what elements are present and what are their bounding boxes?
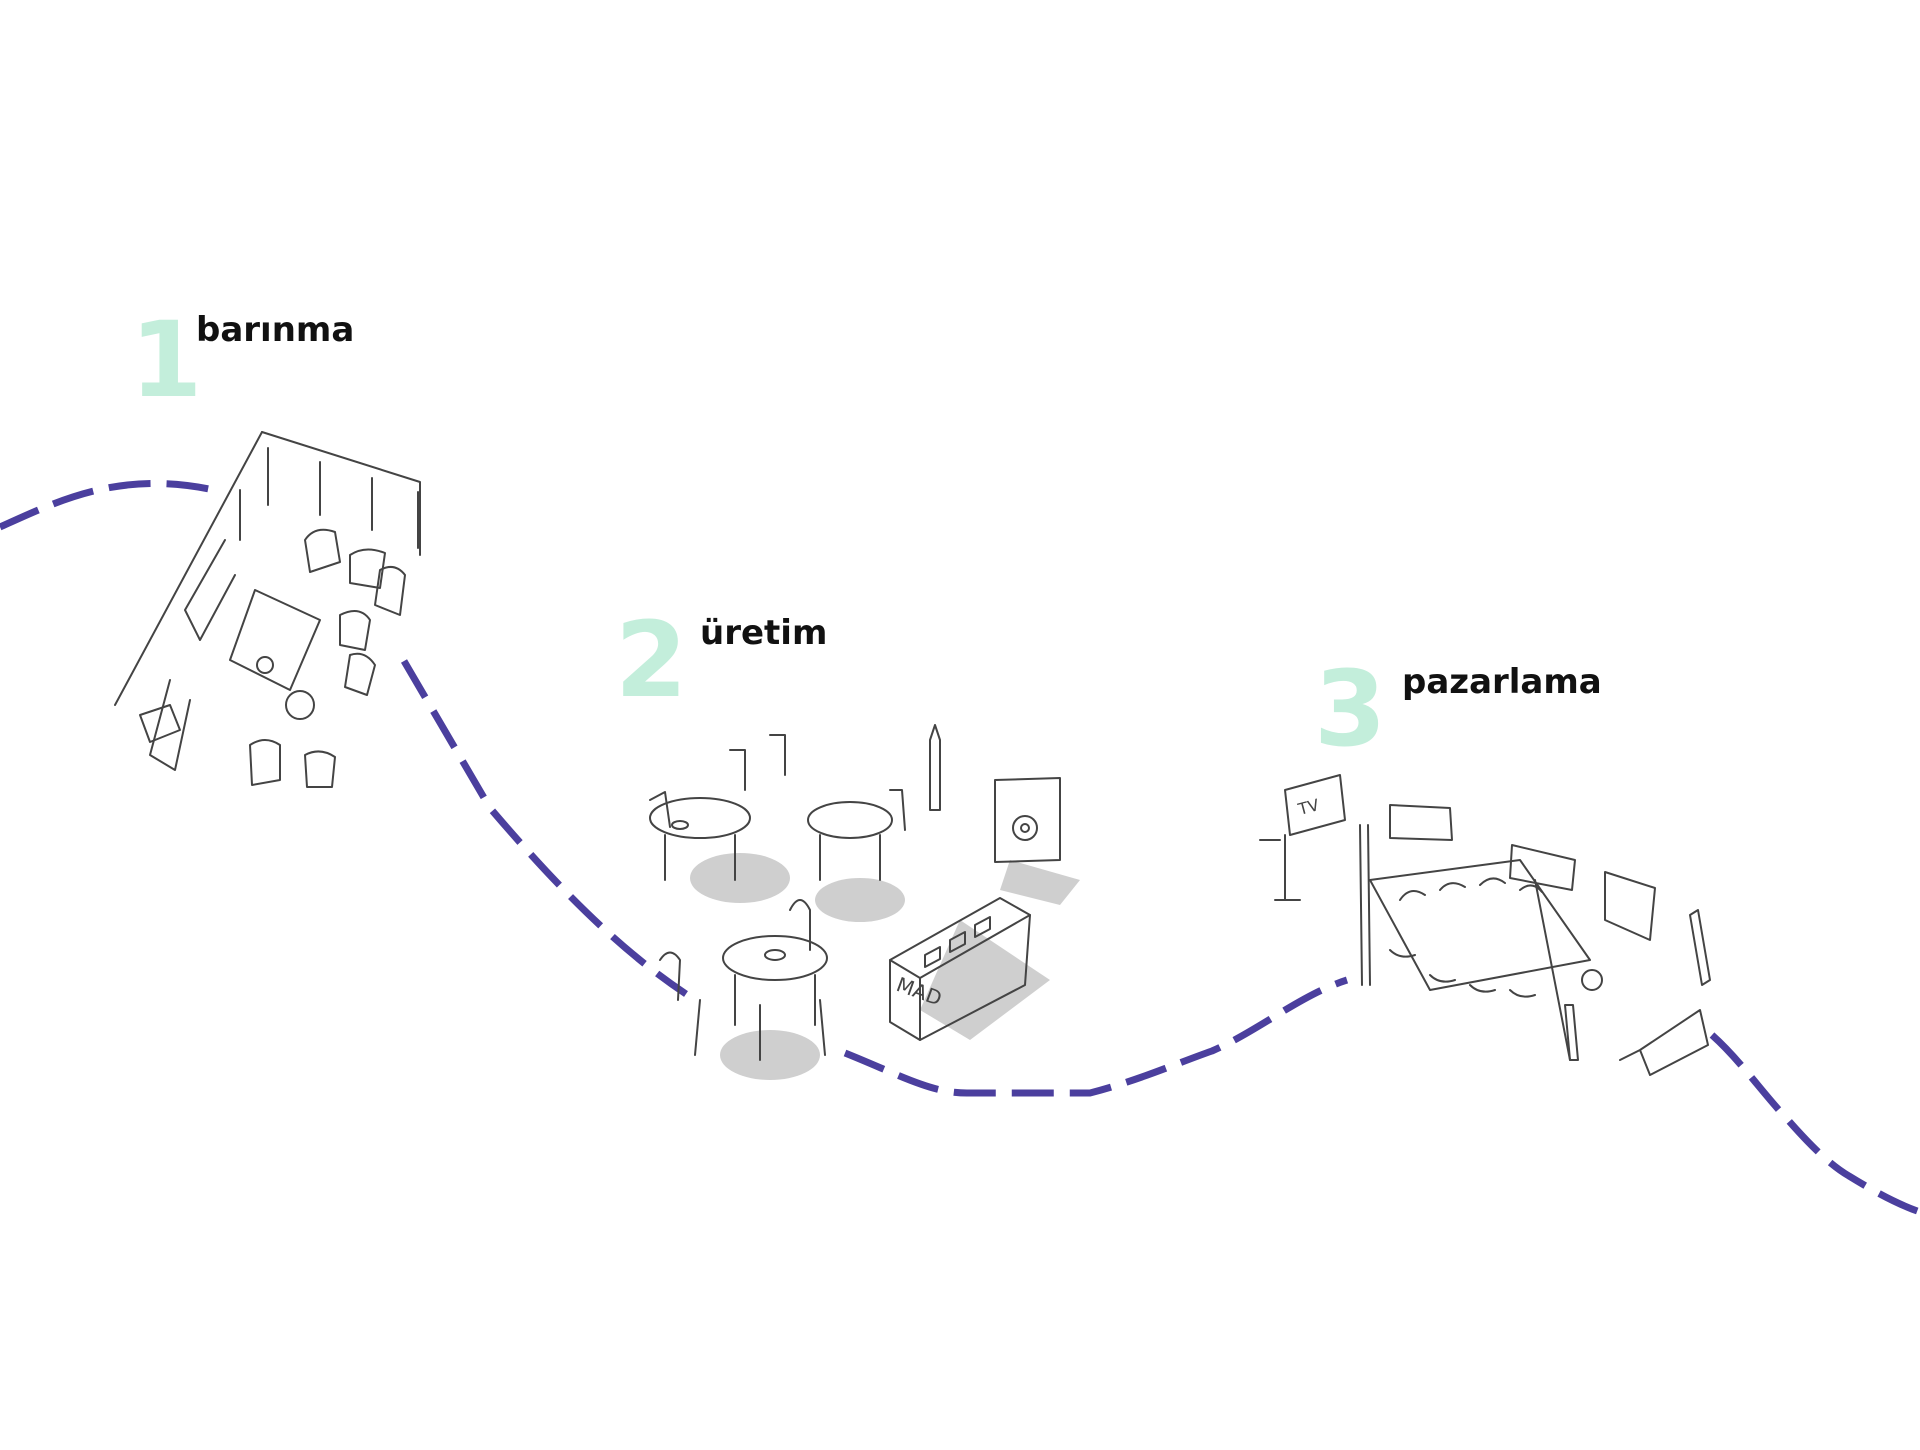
marketing-sketch: TV <box>1259 774 1711 1076</box>
stage-3-label: pazarlama <box>1402 662 1602 702</box>
stage-3-number: 3 <box>1314 648 1387 770</box>
path-segment-1 <box>0 480 215 531</box>
stage-2-number: 2 <box>615 599 688 721</box>
shelter-sketch <box>114 431 421 788</box>
journey-path <box>0 480 1920 1216</box>
stage-1-number: 1 <box>130 299 203 421</box>
path-segment-3 <box>843 976 1349 1097</box>
path-segment-2 <box>400 659 688 997</box>
stage-2-label: üretim <box>700 613 828 653</box>
path-segment-4 <box>1709 1032 1920 1216</box>
production-sketch: MAD <box>649 724 1080 1080</box>
board-sign-text: TV <box>1295 795 1321 819</box>
stage-1-label: barınma <box>196 310 355 350</box>
